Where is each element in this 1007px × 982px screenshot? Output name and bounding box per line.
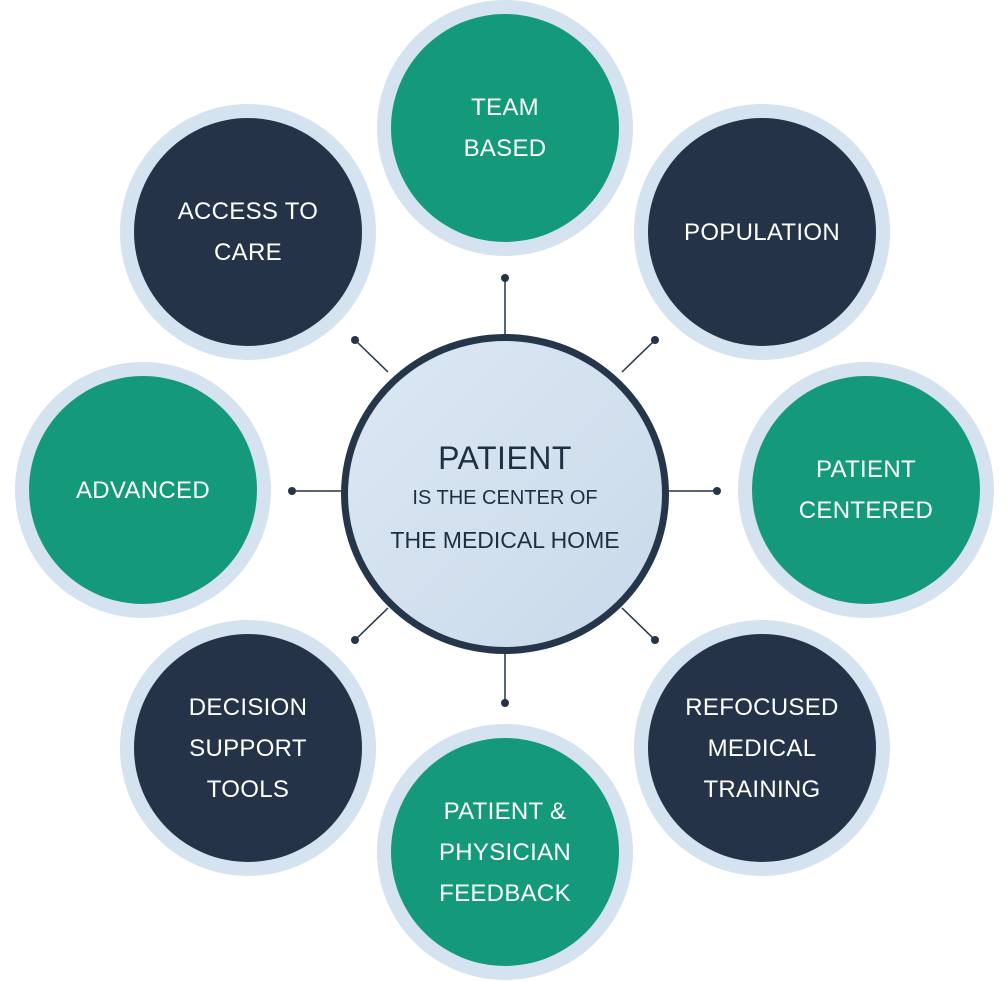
center-title: PATIENT xyxy=(438,440,572,476)
center-circle: PATIENT IS THE CENTER OF THE MEDICAL HOM… xyxy=(341,334,669,654)
node-circle: DECISION SUPPORT TOOLS xyxy=(134,634,362,862)
node-label-line: CENTERED xyxy=(798,497,934,524)
node-label: PATIENT CENTERED xyxy=(799,449,933,531)
node-label: ADVANCED xyxy=(76,470,210,511)
node-label-line: PHYSICIAN xyxy=(438,838,572,866)
node-decision-support-tools: DECISION SUPPORT TOOLS xyxy=(120,620,376,876)
node-refocused-medical-training: REFOCUSED MEDICAL TRAINING xyxy=(634,620,890,876)
node-circle: POPULATION xyxy=(648,118,876,346)
node-label-line: PATIENT & xyxy=(443,797,567,825)
node-circle: ACCESS TO CARE xyxy=(134,118,362,346)
node-circle: PATIENT & PHYSICIAN FEEDBACK xyxy=(391,738,619,966)
connector-line xyxy=(354,339,389,373)
node-label-line: ADVANCED xyxy=(76,476,210,504)
node-label-line: SUPPORT xyxy=(189,734,307,762)
node-label: REFOCUSED MEDICAL TRAINING xyxy=(685,687,838,810)
node-label-line: DECISION xyxy=(188,693,308,721)
connector-dot xyxy=(288,487,296,495)
connector-dot xyxy=(713,487,721,495)
connector-dot xyxy=(651,636,659,644)
node-label: DECISION SUPPORT TOOLS xyxy=(189,687,307,810)
node-label-line: PATIENT xyxy=(816,456,916,483)
connector-dot xyxy=(501,274,509,282)
node-label-line: TRAINING xyxy=(703,775,821,803)
node-label: PATIENT & PHYSICIAN FEEDBACK xyxy=(439,791,571,914)
node-patient-physician-feedback: PATIENT & PHYSICIAN FEEDBACK xyxy=(377,724,633,980)
node-team-based: TEAM BASED xyxy=(377,0,633,256)
node-label: ACCESS TO CARE xyxy=(178,191,319,273)
node-label-line: BASED xyxy=(463,135,547,162)
node-label-line: TOOLS xyxy=(206,775,290,803)
connector-dot xyxy=(651,336,659,344)
node-circle: PATIENT CENTERED xyxy=(752,376,980,604)
node-label-line: ACCESS TO xyxy=(177,198,319,225)
node-label: TEAM BASED xyxy=(464,87,547,169)
connector-dot xyxy=(351,336,359,344)
center-subtitle: IS THE CENTER OF xyxy=(412,487,598,509)
node-label-line: REFOCUSED xyxy=(685,693,839,721)
connector-line xyxy=(621,607,656,641)
node-label-line: MEDICAL xyxy=(707,734,817,762)
center-subtitle-2: THE MEDICAL HOME xyxy=(390,527,620,553)
node-label-line: CARE xyxy=(214,239,282,266)
connector-dot xyxy=(501,699,509,707)
node-advanced: ADVANCED xyxy=(15,362,271,618)
connector-line xyxy=(354,607,389,641)
connector-line xyxy=(621,339,656,373)
node-label-line: FEEDBACK xyxy=(439,879,571,907)
node-label-line: POPULATION xyxy=(684,218,840,246)
node-circle: REFOCUSED MEDICAL TRAINING xyxy=(648,634,876,862)
node-population: POPULATION xyxy=(634,104,890,360)
node-patient-centered: PATIENT CENTERED xyxy=(738,362,994,618)
node-circle: ADVANCED xyxy=(29,376,257,604)
node-access-to-care: ACCESS TO CARE xyxy=(120,104,376,360)
node-label-line: TEAM xyxy=(471,94,539,121)
node-circle: TEAM BASED xyxy=(391,14,619,242)
node-label: POPULATION xyxy=(684,212,840,253)
connector-dot xyxy=(351,636,359,644)
